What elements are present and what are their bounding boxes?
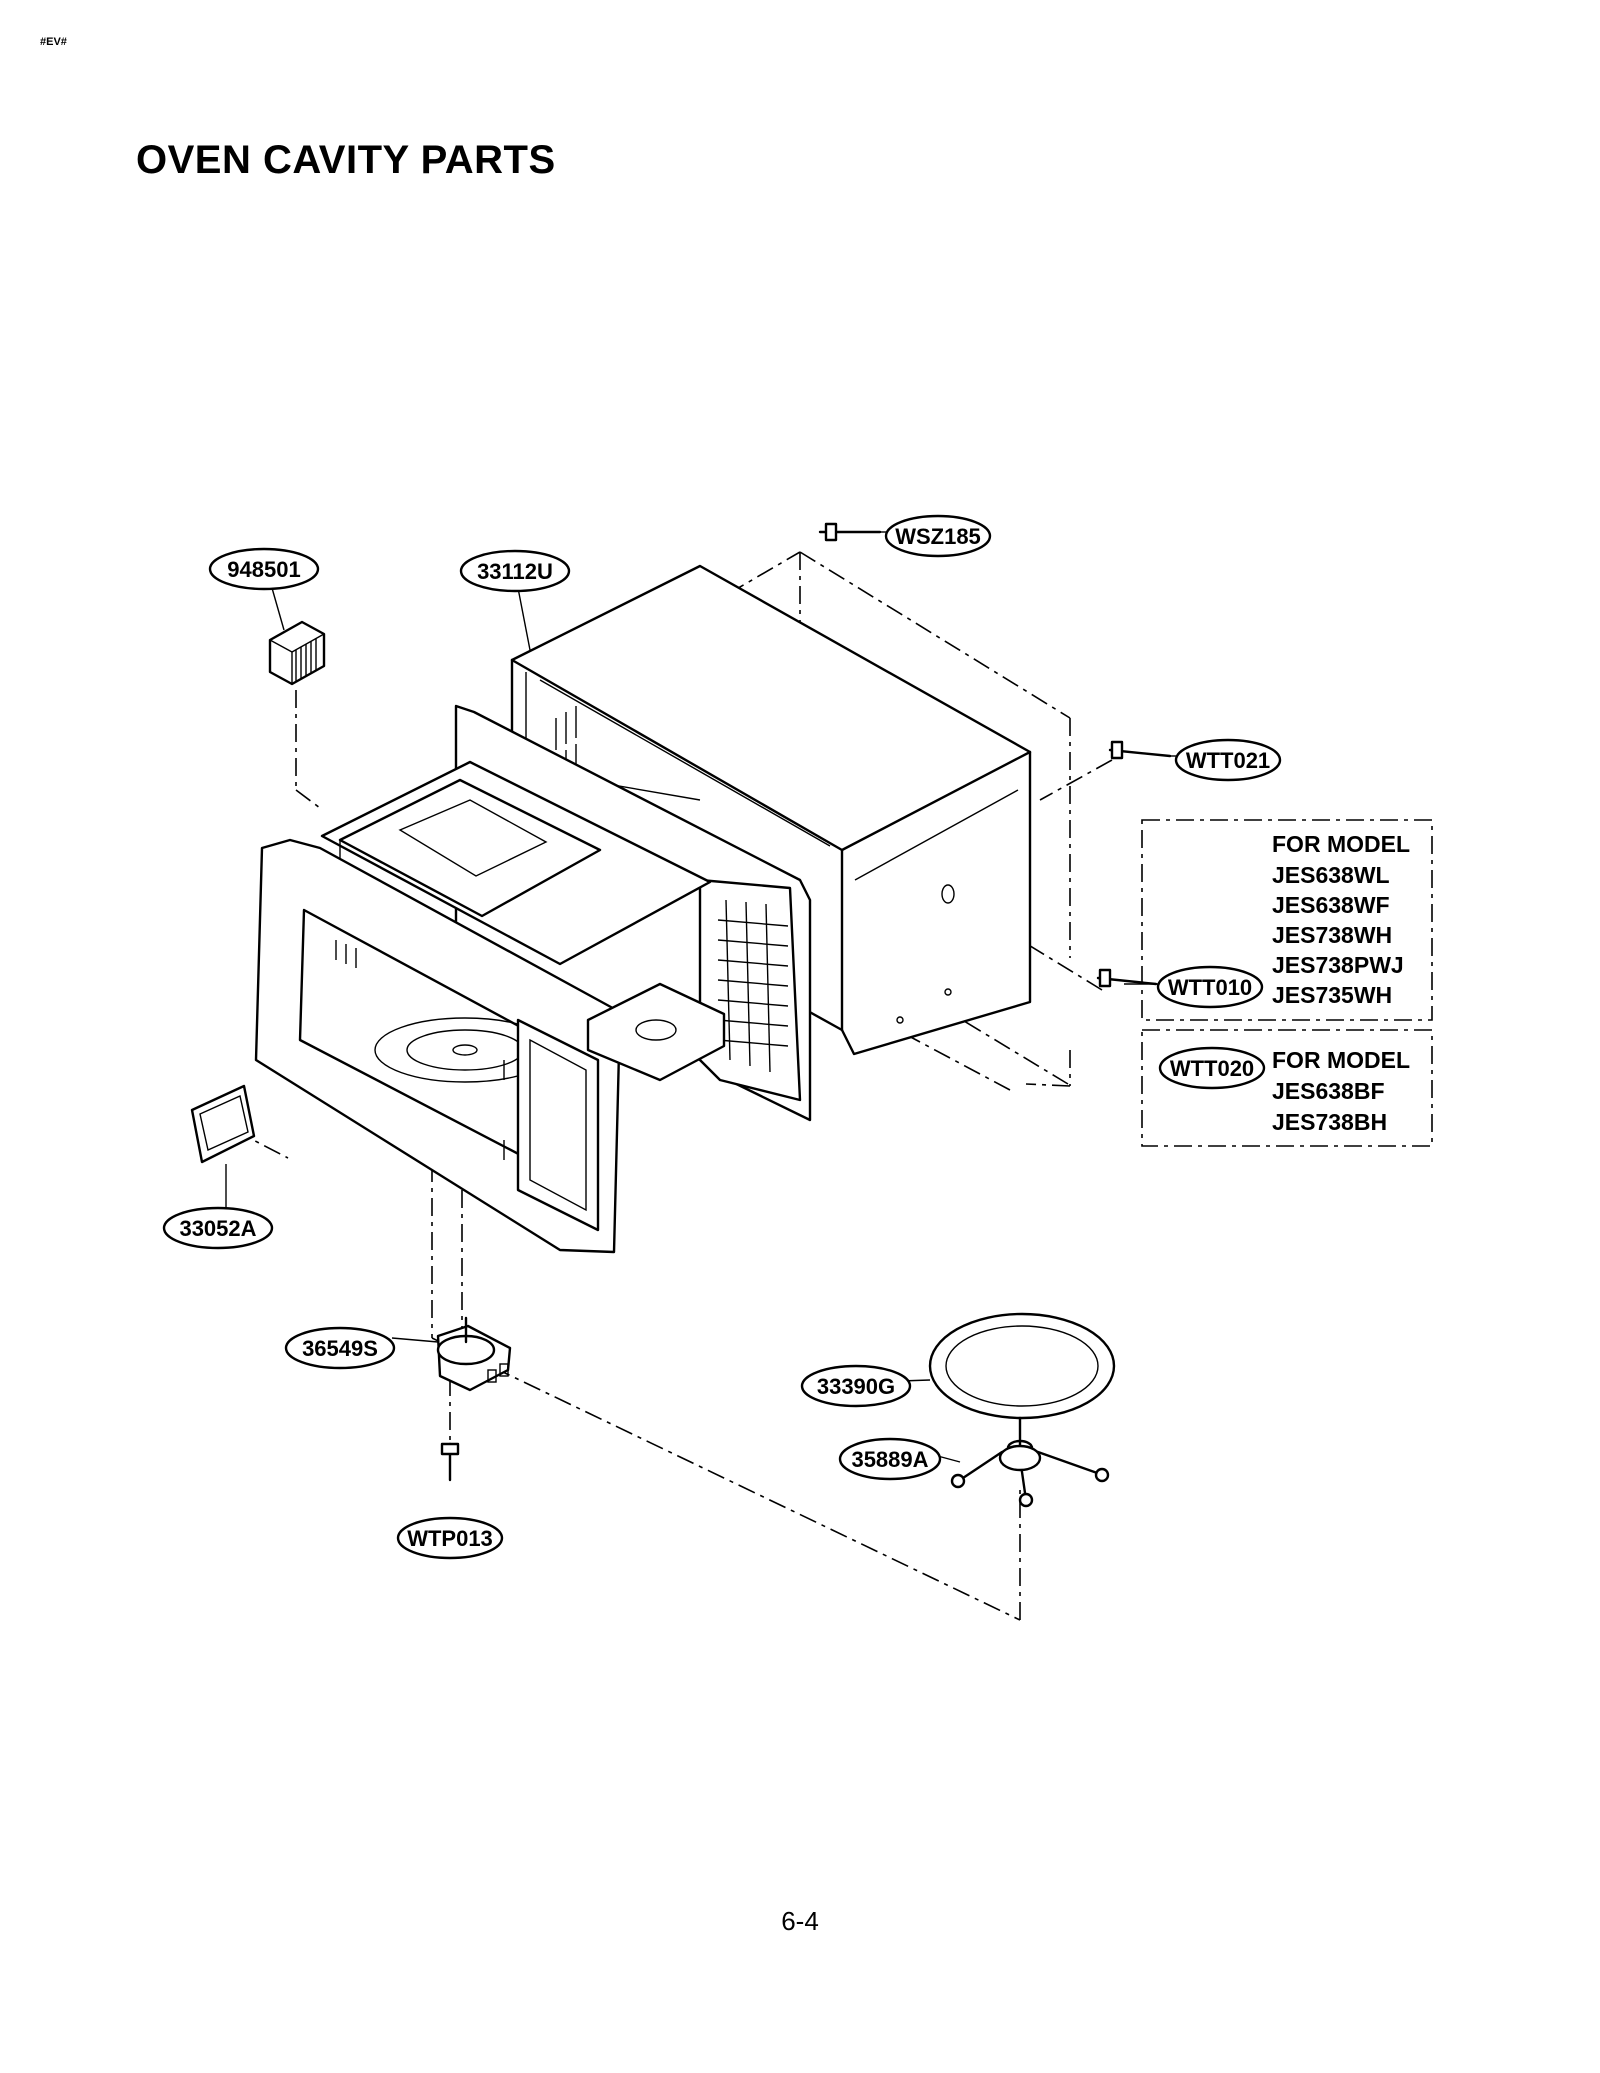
model-note-item: JES638WL: [1272, 862, 1390, 888]
turntable-motor-drawing: [436, 1316, 512, 1392]
ferrite-block-drawing: [268, 620, 326, 686]
part-callout-33052A: 33052A: [162, 1206, 274, 1250]
part-callout-WTT020: WTT020: [1158, 1046, 1266, 1090]
glass-tray-drawing: [928, 1312, 1116, 1420]
outer-cabinet-drawing: [510, 564, 1032, 1056]
model-note-box-1: FOR MODEL JES638WL JES638WF JES738WH JES…: [1141, 819, 1433, 1021]
part-callout-33390G: 33390G: [800, 1364, 912, 1408]
part-label: WTT021: [1186, 748, 1270, 773]
part-callout-WSZ185: WSZ185: [884, 514, 992, 558]
part-callout-WTT010: WTT010: [1156, 965, 1264, 1009]
part-label: 33390G: [817, 1374, 895, 1399]
model-note-item: JES738PWJ: [1272, 952, 1404, 978]
cavity-body-drawing: [320, 704, 812, 1122]
page-title: OVEN CAVITY PARTS: [136, 138, 556, 182]
roller-ring-drawing: [950, 1416, 1110, 1508]
model-note-item: JES738WH: [1272, 922, 1392, 948]
model-note-item: JES738BH: [1272, 1109, 1387, 1135]
part-callout-948501: 948501: [208, 547, 320, 591]
screw-wtt021-drawing: [1108, 740, 1172, 760]
part-callout-WTT021: WTT021: [1174, 738, 1282, 782]
part-label: 948501: [227, 557, 300, 582]
document-tag: #EV#: [40, 36, 67, 48]
model-note-item: JES638WF: [1272, 892, 1390, 918]
part-callout-WTP013: WTP013: [396, 1516, 504, 1560]
model-note-heading: FOR MODEL: [1272, 1047, 1410, 1073]
model-note-item: JES735WH: [1272, 982, 1392, 1008]
part-label: 35889A: [851, 1447, 928, 1472]
part-callout-35889A: 35889A: [838, 1437, 942, 1481]
model-note-box-2: FOR MODEL JES638BF JES738BH: [1141, 1029, 1433, 1147]
screw-wsz185-drawing: [818, 522, 882, 542]
part-callout-33112U: 33112U: [459, 549, 571, 593]
page-number: 6-4: [781, 1906, 819, 1936]
part-label: WSZ185: [895, 524, 981, 549]
part-label: WTP013: [407, 1526, 493, 1551]
part-callout-36549S: 36549S: [284, 1326, 396, 1370]
part-label: 36549S: [302, 1336, 378, 1361]
front-frame-drawing: [254, 838, 726, 1254]
screw-wtp013-drawing: [440, 1442, 460, 1482]
waveguide-cover-drawing: [190, 1084, 256, 1164]
screw-wtt010-drawing: [1096, 968, 1158, 988]
part-label: 33112U: [477, 559, 553, 584]
part-label: WTT010: [1168, 975, 1252, 1000]
model-note-item: JES638BF: [1272, 1078, 1385, 1104]
part-label: WTT020: [1170, 1056, 1254, 1081]
part-label: 33052A: [179, 1216, 256, 1241]
model-note-heading: FOR MODEL: [1272, 831, 1410, 857]
